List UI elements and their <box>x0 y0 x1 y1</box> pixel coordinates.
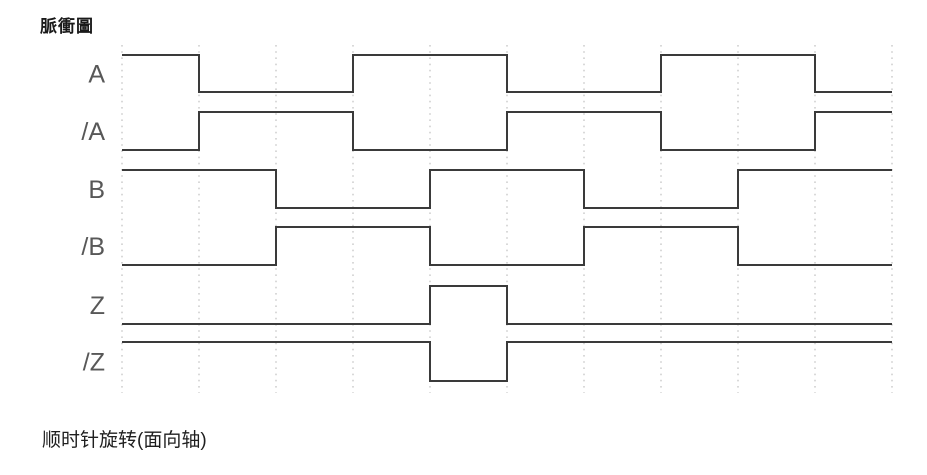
waveform-z <box>122 285 892 325</box>
timing-diagram: A/A B/B Z/Z <box>81 45 893 393</box>
page-title: 脈衝圖 <box>40 17 94 36</box>
signal-label-a: A <box>88 61 105 89</box>
waveform-not-a <box>122 111 892 151</box>
waveform-b <box>122 169 892 209</box>
waveform-not-z <box>122 341 892 382</box>
waveform-not-b <box>122 226 892 266</box>
signal-label-not-z: /Z <box>83 349 105 377</box>
rotation-caption: 顺时针旋转(面向轴) <box>42 430 207 451</box>
signal-label-b: B <box>88 176 105 204</box>
signal-label-not-b: /B <box>81 233 105 261</box>
signal-label-z: Z <box>90 292 105 320</box>
signal-label-not-a: /A <box>81 118 105 146</box>
waveform-a <box>122 54 892 93</box>
